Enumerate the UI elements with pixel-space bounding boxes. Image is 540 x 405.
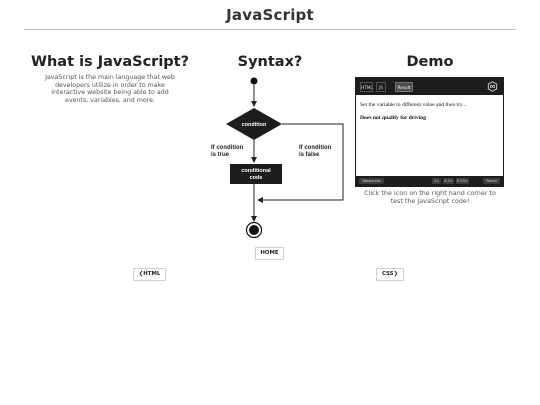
- next-label: CSS: [381, 271, 394, 277]
- result-text: Set the variable to different value and …: [360, 102, 467, 108]
- end-node: [245, 221, 263, 239]
- true-label: is true: [211, 152, 230, 158]
- description-line: interactive website being able to add: [51, 89, 169, 97]
- condition-diamond: [226, 108, 282, 140]
- code-label: code: [250, 175, 263, 181]
- demo-footer-bar: Resources 1× 0.5× 0.25× Rerun: [356, 176, 503, 186]
- false-label: is false: [299, 152, 320, 158]
- resources-button[interactable]: Resources: [359, 178, 384, 184]
- rerun-button[interactable]: Rerun: [483, 178, 500, 184]
- demo-fiddle-embed[interactable]: HTML JS Result Set the variable to diffe…: [355, 77, 504, 187]
- start-node: [250, 77, 258, 85]
- what-heading: What is JavaScript?: [30, 54, 190, 70]
- result-message: Does not qualify for driving: [360, 115, 427, 121]
- chevron-right-icon: ❯: [393, 271, 399, 277]
- demo-heading: Demo: [406, 54, 454, 70]
- speed-025x-button[interactable]: 0.25×: [456, 178, 469, 184]
- tab-js[interactable]: JS: [376, 82, 386, 92]
- syntax-heading: Syntax?: [237, 54, 303, 70]
- demo-caption: Click the icon on the right hand corner …: [355, 189, 505, 205]
- condition-label: condition: [242, 122, 267, 128]
- prev-html-button[interactable]: ❮HTML: [133, 268, 166, 281]
- home-button[interactable]: HOME: [255, 247, 284, 260]
- tab-result[interactable]: Result: [395, 82, 413, 92]
- title-divider: [24, 29, 516, 30]
- end-node-core: [249, 225, 259, 235]
- speed-05x-button[interactable]: 0.5×: [443, 178, 454, 184]
- description-line: developers utilize in order to make: [55, 81, 165, 89]
- conditional-code-box: [230, 164, 282, 184]
- page-title: JavaScript: [226, 6, 314, 24]
- if-statement-flowchart: condition If condition is true If condit…: [211, 77, 344, 239]
- speed-1x-button[interactable]: 1×: [432, 178, 441, 184]
- description-line: events, variables, and more.: [64, 96, 156, 104]
- prev-label: HTML: [143, 271, 161, 277]
- code-label: conditional: [241, 168, 271, 174]
- false-label: If condition: [299, 145, 332, 151]
- description-line: JavaScript is the main language that web: [45, 74, 175, 81]
- false-branch-line: [257, 123, 344, 203]
- demo-tab-bar: HTML JS Result: [356, 78, 503, 95]
- caption-line: Click the icon on the right hand corner …: [364, 189, 496, 197]
- javascript-description: JavaScript is the main language that web…: [34, 74, 186, 104]
- next-css-button[interactable]: CSS❯: [376, 268, 404, 281]
- true-label: If condition: [211, 145, 244, 151]
- demo-result-output: Set the variable to different value and …: [360, 102, 500, 121]
- chevron-left-icon: ❮: [138, 271, 144, 277]
- tab-html[interactable]: HTML: [360, 82, 373, 92]
- caption-line: test the JavaScript code!: [390, 196, 470, 205]
- jsfiddle-logo-icon[interactable]: [487, 81, 498, 92]
